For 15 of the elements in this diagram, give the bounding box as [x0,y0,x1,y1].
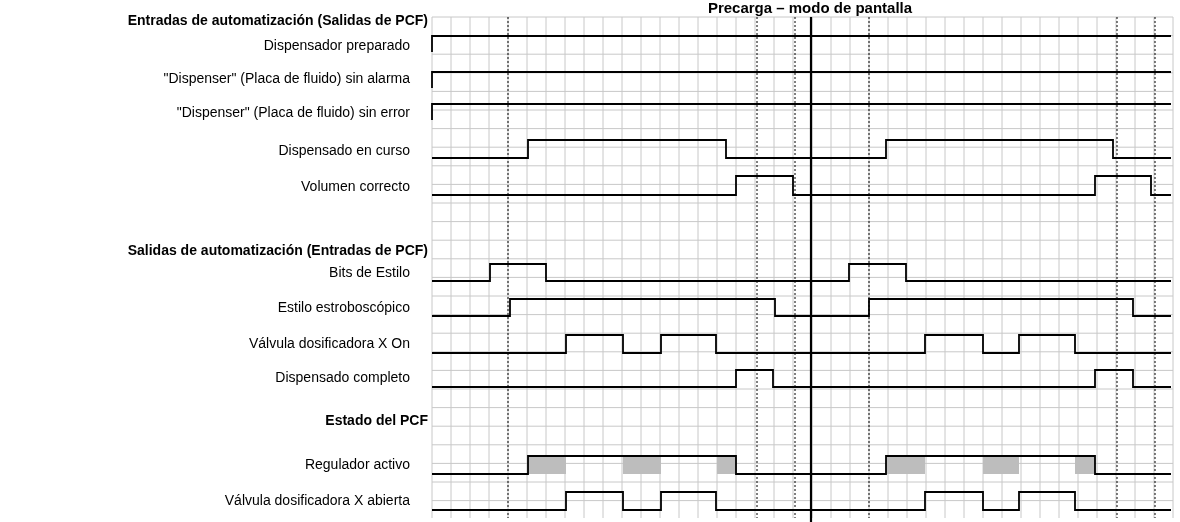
signal-label: Volumen correcto [301,178,410,194]
signal-label: Válvula dosificadora X On [248,335,410,351]
signal-label: Válvula dosificadora X abierta [224,492,410,508]
signal-label: "Dispenser" (Placa de fluido) sin alarma [163,70,410,86]
signal-label: "Dispenser" (Placa de fluido) sin error [176,104,410,120]
signal-label: Regulador activo [304,456,410,472]
signal-label: Estilo estroboscópico [277,299,410,315]
signal-label: Bits de Estilo [329,264,410,280]
section-heading: Estado del PCF [325,412,428,428]
signal-label: Dispensado en curso [278,142,410,158]
signal-label: Dispensador preparado [263,37,410,53]
signal-label: Dispensado completo [275,369,410,385]
section-heading: Salidas de automatización (Entradas de PCF) [127,242,428,258]
section-heading: Entradas de automatización (Salidas de PCF) [127,12,428,28]
diagram-title: Precarga – modo de pantalla [706,0,914,16]
